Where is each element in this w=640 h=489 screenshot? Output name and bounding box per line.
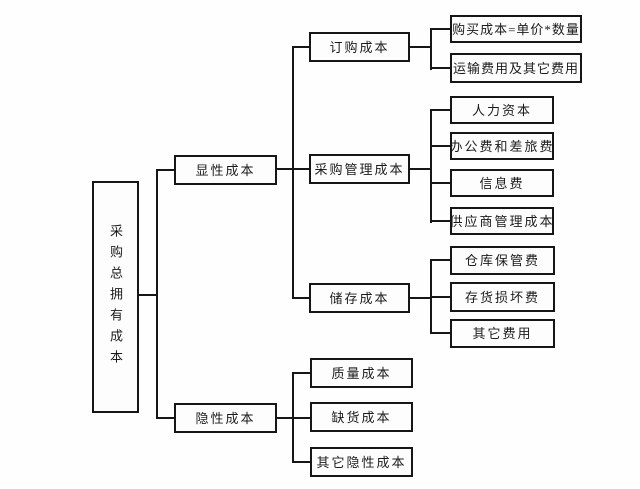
node-warehouse-keeping-fee: 仓库保管费: [450, 246, 555, 275]
node-human-capital: 人力资本: [450, 96, 554, 124]
connector-line: [410, 46, 432, 48]
connector-line: [292, 46, 294, 299]
node-other-implicit-cost: 其它隐性成本: [310, 447, 413, 477]
connector-line: [430, 109, 450, 111]
connector-line: [139, 294, 158, 296]
node-procurement-mgmt-cost: 采购管理成本: [309, 154, 410, 184]
connector-line: [410, 168, 432, 170]
node-quality-cost: 质量成本: [310, 358, 413, 388]
node-transport-fee: 运输费用及其它费用: [450, 53, 582, 83]
connector-line: [156, 169, 174, 171]
connector-line: [430, 332, 450, 334]
connector-line: [410, 297, 432, 299]
node-inventory-damage-fee: 存货损坏费: [450, 282, 555, 312]
connector-line: [430, 182, 450, 184]
node-information-fee: 信息费: [450, 169, 554, 197]
node-explicit-cost: 显性成本: [174, 155, 277, 185]
connector-line: [430, 259, 450, 261]
node-stockout-cost: 缺货成本: [310, 402, 413, 432]
node-supplier-mgmt-cost: 供应商管理成本: [450, 207, 554, 235]
connector-line: [156, 417, 174, 419]
connector-line: [292, 46, 309, 48]
connector-line: [430, 145, 450, 147]
connector-line: [292, 372, 294, 463]
connector-line: [292, 297, 309, 299]
connector-line: [292, 461, 310, 463]
connector-line: [156, 169, 158, 419]
node-office-travel-fee: 办公费和差旅费: [450, 132, 554, 160]
connector-line: [430, 220, 450, 222]
node-purchase-cost: 购买成本=单价*数量: [450, 15, 582, 43]
connector-line: [430, 67, 450, 69]
connector-line: [430, 28, 432, 70]
connector-line: [430, 296, 450, 298]
node-storage-cost: 储存成本: [309, 283, 410, 313]
connector-line: [430, 109, 432, 223]
connector-line: [430, 28, 450, 30]
node-implicit-cost: 隐性成本: [174, 403, 277, 433]
node-ordering-cost: 订购成本: [309, 32, 410, 62]
connector-line: [292, 372, 310, 374]
node-other-fee: 其它费用: [450, 319, 555, 348]
node-root: 采购总拥有成本: [92, 181, 139, 413]
